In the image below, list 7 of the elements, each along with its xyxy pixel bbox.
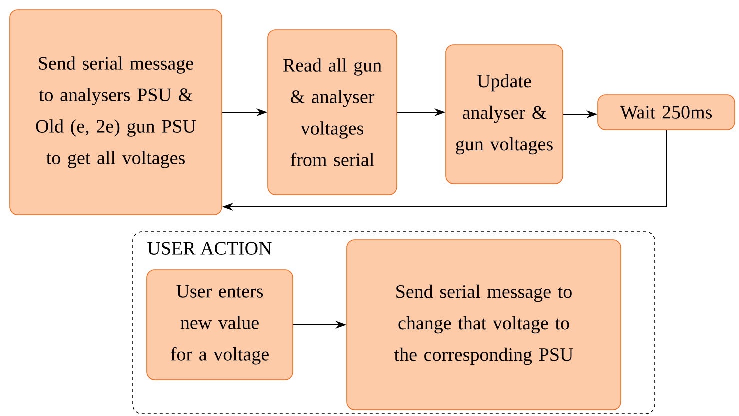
- process-box: Send serial message to change that voltage to the corresponding PSU: [346, 240, 622, 410]
- group-heading: USER ACTION: [148, 242, 272, 255]
- process-box: Update analyser & gun voltages: [446, 44, 564, 184]
- process-box: Read all gun & analyser voltages from serial: [268, 30, 398, 196]
- process-box: User enters new value for a voltage: [146, 270, 294, 380]
- process-box: Wait 250ms: [598, 94, 736, 130]
- process-box: Send serial message to analysers PSU & Old (e, 2e) gun PSU to get all voltages: [10, 10, 222, 216]
